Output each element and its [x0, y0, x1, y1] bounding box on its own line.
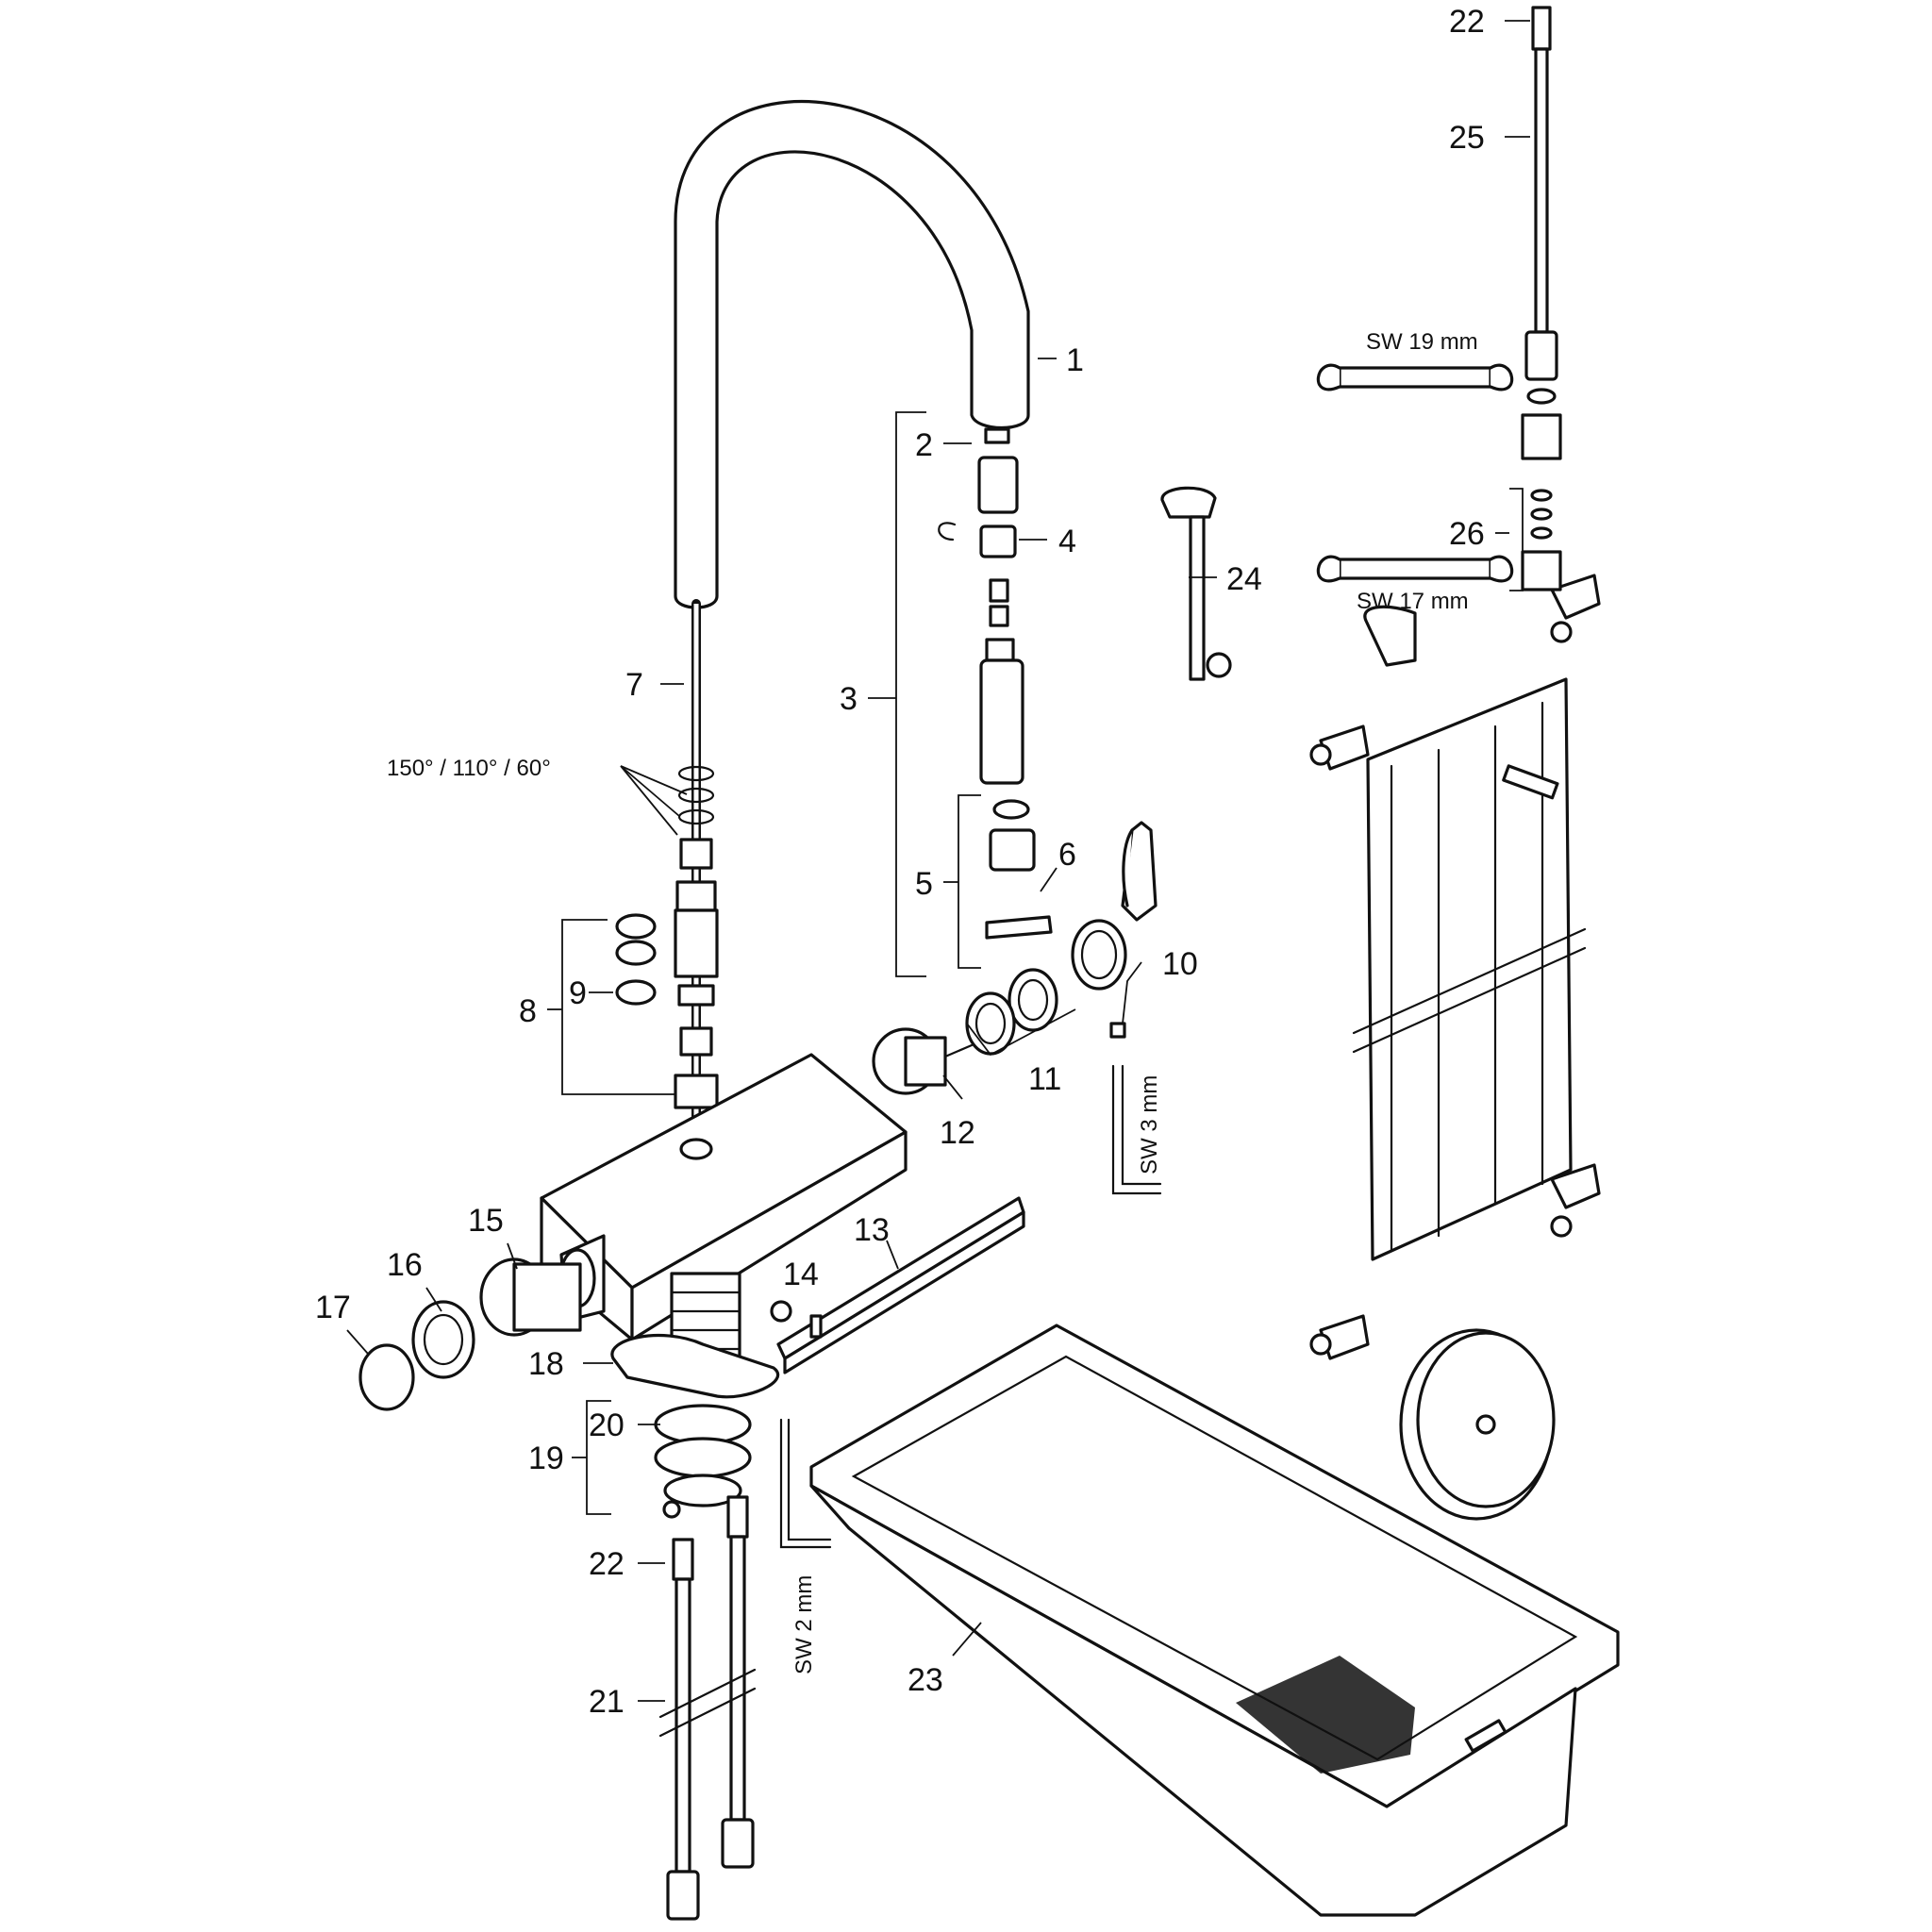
hex-key-3-label: SW 3 mm — [1137, 1075, 1162, 1174]
lever-handle-part — [1121, 821, 1158, 922]
angle-annotation: 150° / 110° / 60° — [387, 756, 551, 781]
side-valve-part — [358, 1257, 582, 1411]
hex-key-2-label: SW 2 mm — [791, 1575, 817, 1674]
label-5: 5 — [915, 866, 933, 902]
leader-lines — [346, 20, 1530, 1702]
label-16: 16 — [387, 1247, 423, 1283]
label-7: 7 — [625, 667, 643, 703]
label-22-lower: 22 — [589, 1546, 625, 1582]
supply-hose-right-part — [1521, 6, 1562, 591]
part-number-labels: 1 2 3 4 5 6 7 8 9 10 11 12 13 14 15 16 1… — [315, 4, 1485, 1720]
label-11: 11 — [1028, 1061, 1061, 1097]
label-25: 25 — [1449, 120, 1485, 156]
label-1: 1 — [1066, 342, 1084, 378]
wrench-19-icon — [1316, 363, 1514, 391]
clip-parts — [615, 913, 657, 1006]
cartridge-stack-part — [938, 456, 1053, 940]
hose-part — [674, 599, 719, 1146]
label-6: 6 — [1058, 837, 1076, 873]
label-22-upper: 22 — [1449, 4, 1485, 40]
label-3: 3 — [840, 681, 858, 717]
label-15: 15 — [468, 1203, 504, 1239]
wrench-17-icon — [1316, 555, 1514, 583]
wrench-19-label: SW 19 mm — [1366, 329, 1478, 355]
mounting-rail-part — [1352, 677, 1587, 1261]
label-23: 23 — [908, 1662, 943, 1698]
label-8: 8 — [519, 993, 537, 1029]
aerator-part — [770, 1196, 1025, 1374]
spout-part — [674, 100, 1030, 609]
hex-key-2-icon — [779, 1418, 832, 1549]
label-18: 18 — [528, 1346, 564, 1382]
label-12: 12 — [940, 1115, 975, 1151]
label-17: 17 — [315, 1290, 351, 1325]
removal-tool-part — [1160, 486, 1232, 681]
label-4: 4 — [1058, 524, 1076, 559]
label-10: 10 — [1162, 946, 1198, 982]
label-9: 9 — [569, 975, 587, 1011]
cartridge-part — [872, 1027, 974, 1095]
label-2: 2 — [915, 427, 933, 463]
hex-key-3-icon — [1111, 1064, 1162, 1195]
label-14: 14 — [783, 1257, 819, 1292]
label-20: 20 — [589, 1407, 625, 1443]
label-24: 24 — [1226, 561, 1262, 597]
label-26: 26 — [1449, 516, 1485, 552]
label-21: 21 — [589, 1684, 625, 1720]
mounting-set-part — [610, 1272, 780, 1519]
ring-parts — [965, 919, 1127, 1056]
label-19: 19 — [528, 1441, 564, 1476]
wrench-17-label: SW 17 mm — [1357, 589, 1469, 614]
round-cover-part — [1399, 1328, 1556, 1521]
label-13: 13 — [854, 1212, 890, 1248]
supply-hoses-lower-part — [658, 1495, 757, 1921]
mounting-clip-parts — [1309, 574, 1601, 1360]
sink-tray-part — [809, 1324, 1620, 1917]
annotation-labels: 150° / 110° / 60° SW 19 mm SW 17 mm SW 3… — [387, 329, 1478, 1674]
